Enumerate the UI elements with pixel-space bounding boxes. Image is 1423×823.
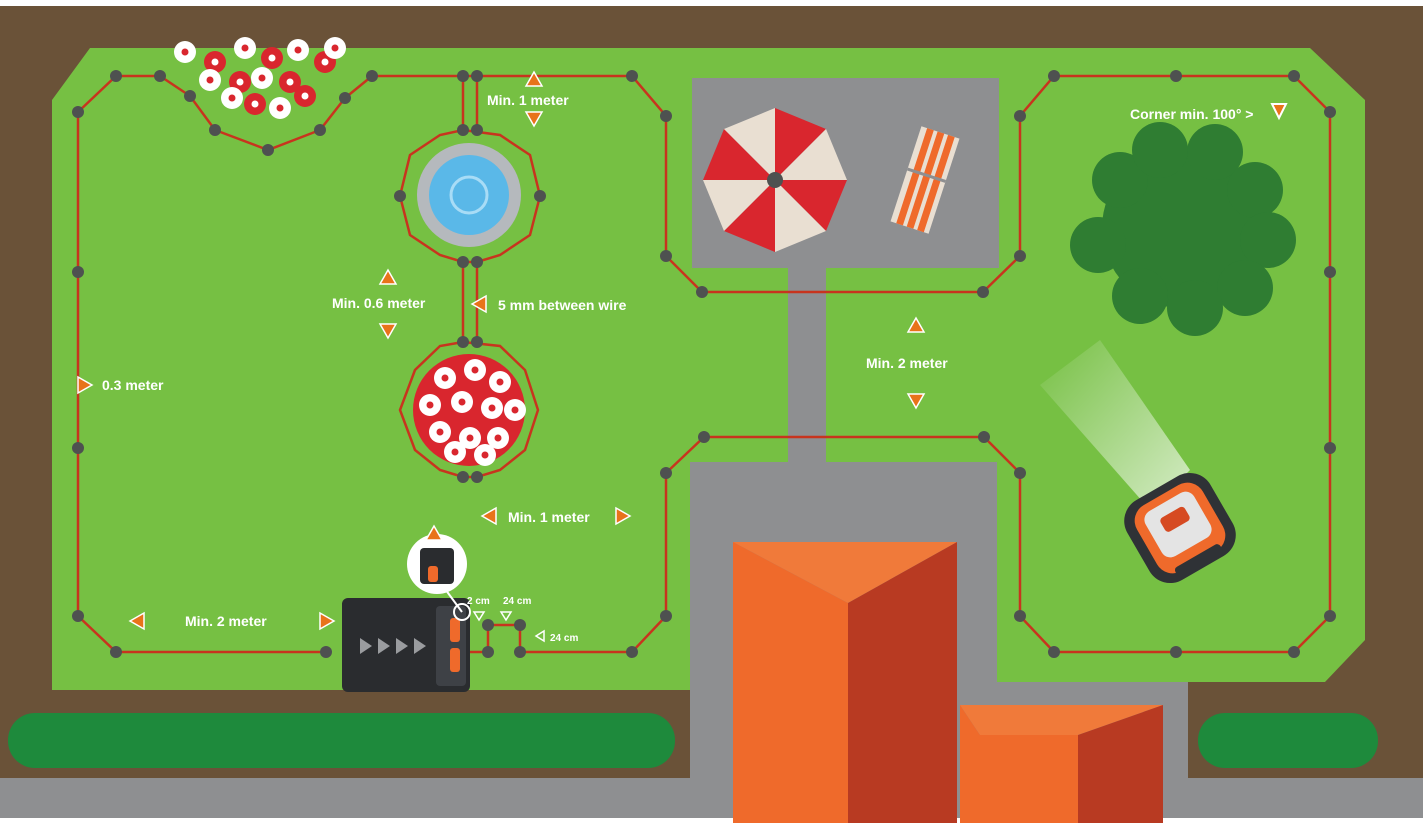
distance-marker-icon bbox=[77, 70, 1288, 631]
hedge-icon bbox=[8, 713, 675, 768]
label-min-1-meter-top: Min. 1 meter bbox=[487, 92, 569, 108]
label-min-2-meter-right: Min. 2 meter bbox=[866, 355, 948, 371]
robot-mower-icon bbox=[1124, 472, 1236, 584]
house-roof-icon bbox=[733, 542, 1163, 823]
garden-path bbox=[788, 268, 826, 466]
charging-station-icon bbox=[342, 598, 470, 692]
small-markers bbox=[472, 611, 545, 643]
lawn bbox=[52, 48, 1365, 690]
label-2-cm: 2 cm bbox=[467, 596, 490, 607]
fountain-icon bbox=[417, 143, 521, 247]
hedge-icon bbox=[1198, 713, 1378, 768]
label-24-cm-top: 24 cm bbox=[503, 596, 531, 607]
charging-contact-detail bbox=[407, 534, 471, 621]
wire-pegs bbox=[72, 70, 1336, 658]
mower-light-beam bbox=[1040, 340, 1190, 510]
parasol-icon bbox=[703, 108, 847, 252]
sidewalk bbox=[0, 778, 1423, 823]
label-min-1-meter-bottom: Min. 1 meter bbox=[508, 509, 590, 525]
round-flower-bed-icon bbox=[413, 354, 526, 466]
sun-lounger-icon bbox=[890, 126, 960, 234]
tree-icon bbox=[1070, 122, 1296, 336]
top-white-strip bbox=[0, 0, 1423, 6]
label-min-0-6-meter: Min. 0.6 meter bbox=[332, 295, 426, 311]
label-5mm-between-wire: 5 mm between wire bbox=[498, 297, 627, 313]
label-24-cm-side: 24 cm bbox=[550, 633, 578, 644]
label-min-2-meter-bottom: Min. 2 meter bbox=[185, 613, 267, 629]
label-corner-min: Corner min. 100° > bbox=[1130, 106, 1253, 122]
bottom-white-strip bbox=[0, 818, 1423, 823]
label-0-3-meter: 0.3 meter bbox=[102, 377, 164, 393]
